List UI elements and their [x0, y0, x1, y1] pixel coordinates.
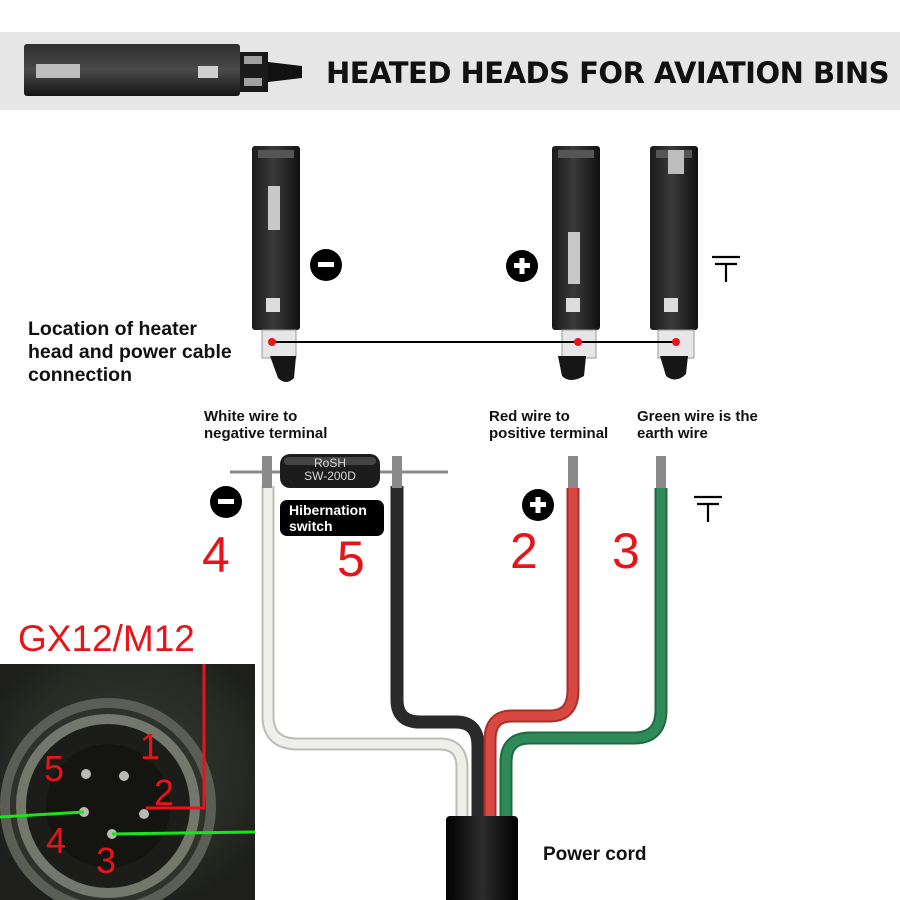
white-wire-label: White wire to negative terminal	[204, 408, 328, 442]
pin-highlight-line-left	[0, 810, 85, 819]
resistor-text-line1: RoSH	[313, 456, 346, 470]
probe-dot-negative	[268, 338, 276, 346]
wire-number-red: 2	[510, 523, 538, 579]
connector-pin-4: 4	[46, 820, 67, 861]
hibernation-switch-label-line2: switch	[289, 518, 333, 534]
red-wire-label: Red wire to positive terminal	[489, 408, 609, 442]
probe-dot-earth	[672, 338, 680, 346]
wire-number-black: 5	[337, 531, 365, 587]
heater-head-negative	[252, 146, 300, 382]
pin-highlight-line-right	[111, 830, 256, 836]
ground-icon-top	[712, 255, 740, 282]
connector-pin-1: 1	[140, 726, 161, 767]
connector-pin-5: 5	[44, 748, 65, 789]
hibernation-switch-pill	[280, 500, 384, 536]
location-label: Location of heater head and power cable …	[28, 318, 232, 386]
resistor-component	[230, 454, 448, 488]
black-wire	[390, 486, 485, 822]
green-wire-label: Green wire is the earth wire	[637, 408, 758, 442]
green-wire-stripped-end	[656, 456, 666, 490]
minus-symbol-top	[310, 249, 342, 281]
ground-icon-lower	[694, 495, 722, 522]
minus-symbol-lower	[210, 486, 242, 518]
white-wire	[261, 486, 469, 822]
connector-pin-3: 3	[96, 840, 117, 881]
connector-callout-line	[146, 664, 206, 810]
plus-symbol-lower	[522, 489, 554, 521]
probe-dot-positive	[574, 338, 582, 346]
connector-type-label: GX12/M12	[18, 618, 195, 659]
wire-number-white: 4	[202, 527, 230, 583]
header-title: HEATED HEADS FOR AVIATION BINS	[326, 56, 890, 90]
red-wire-stripped-end	[568, 456, 578, 490]
gx12-connector-photo	[0, 664, 255, 900]
plus-symbol-top	[506, 250, 538, 282]
hibernation-switch-label-line1: Hibernation	[289, 502, 367, 518]
power-cord-label: Power cord	[543, 844, 647, 865]
wire-number-green: 3	[612, 523, 640, 579]
resistor-text-line2: SW-200D	[304, 469, 356, 483]
connector-pin-2: 2	[154, 772, 175, 813]
banner-heater-head-image	[24, 44, 302, 96]
power-cord-jacket	[446, 816, 518, 900]
heater-head-earth	[650, 146, 698, 380]
